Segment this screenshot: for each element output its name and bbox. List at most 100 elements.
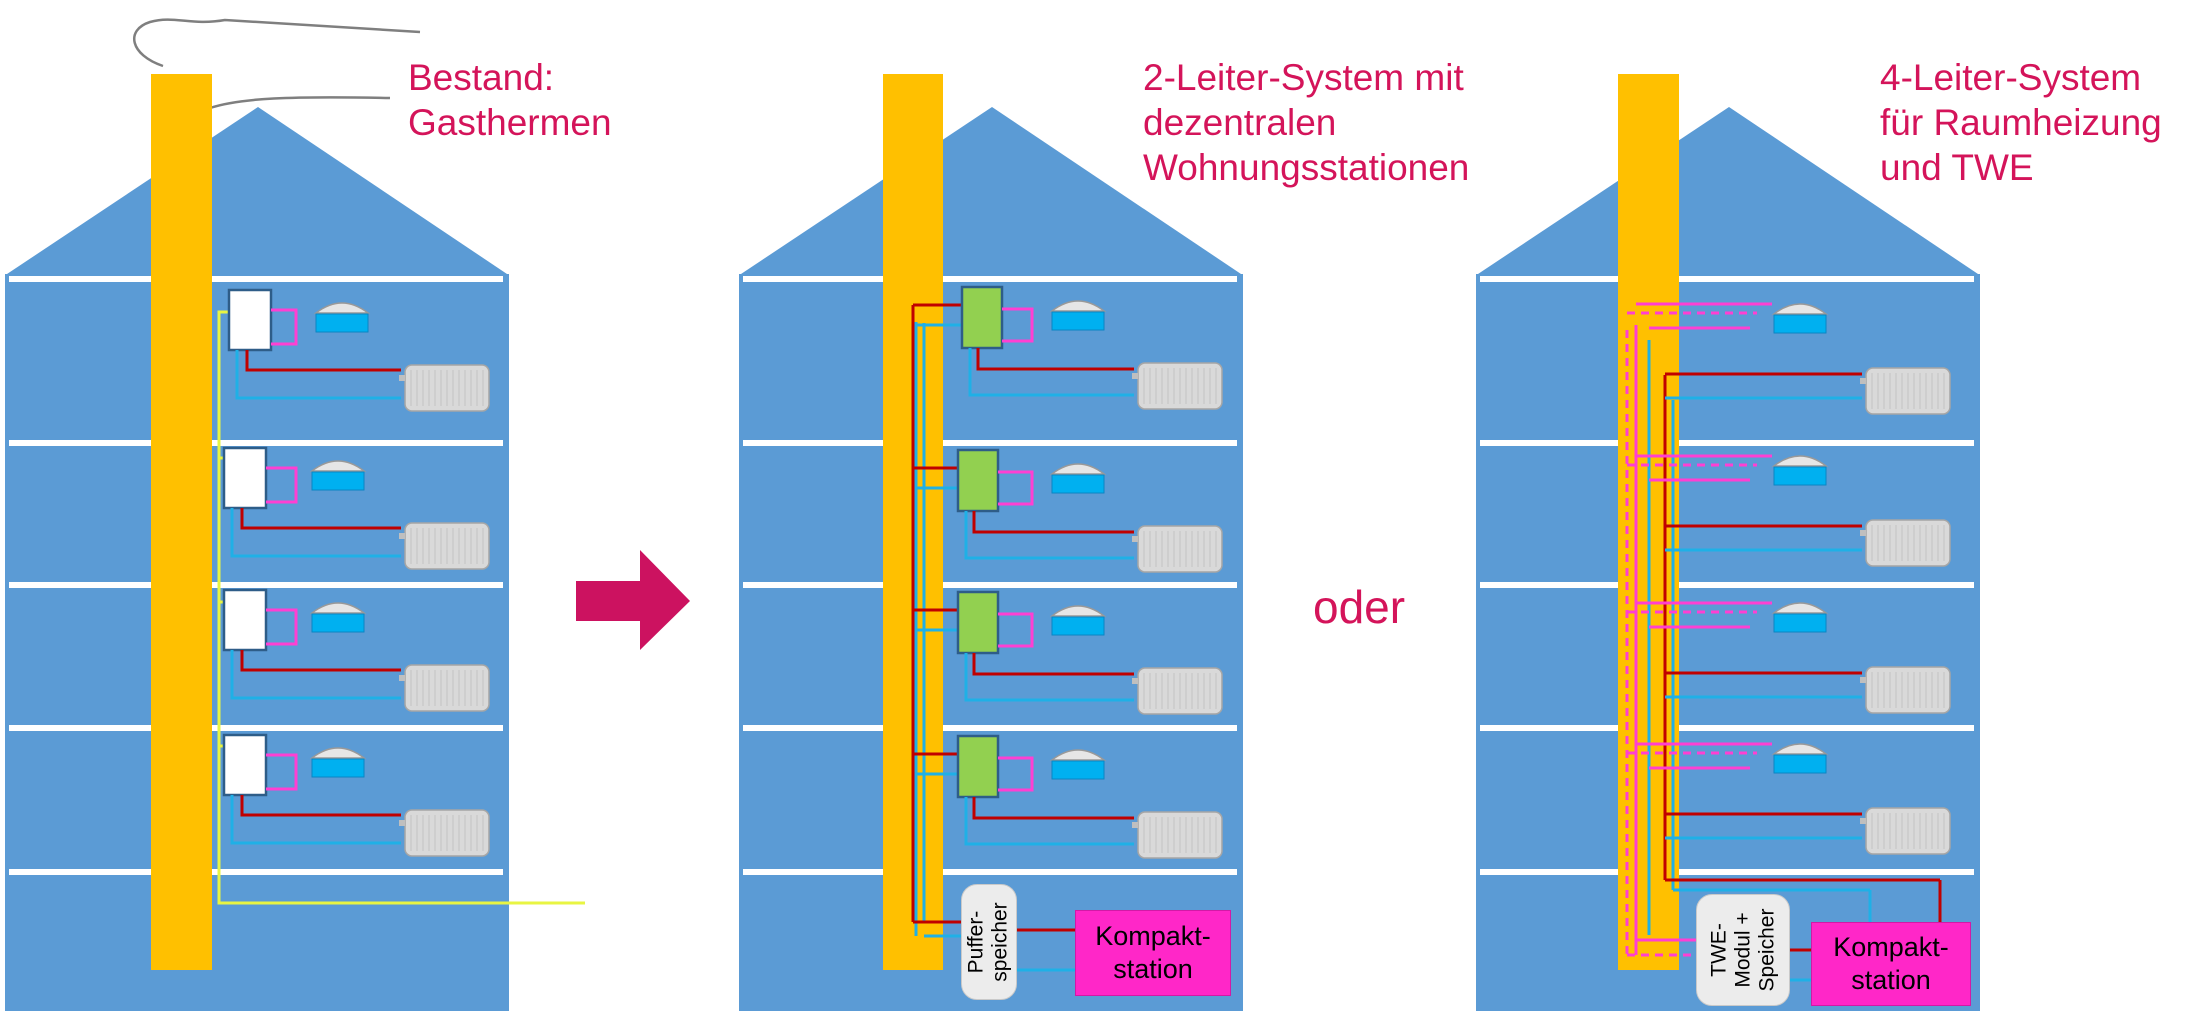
washbasin-water bbox=[315, 313, 369, 333]
radiator-valve bbox=[1132, 373, 1138, 379]
buffer-tank: Puffer- speicher bbox=[961, 884, 1017, 1000]
gas-heater bbox=[227, 288, 273, 352]
building-four-pipe-floor-line bbox=[1480, 582, 1974, 588]
chimney-existing bbox=[151, 74, 212, 970]
washbasin-water bbox=[1051, 311, 1105, 331]
label-four-pipe-system: 4-Leiter-System für Raumheizung und TWE bbox=[1880, 57, 2162, 188]
hot-water-pipe bbox=[271, 308, 298, 346]
supply-pipe bbox=[240, 508, 401, 530]
gas-heater bbox=[222, 446, 268, 510]
return-pipe bbox=[235, 350, 401, 400]
building-two-pipe-floor-line bbox=[743, 582, 1237, 588]
compact-station-four-pipe: Kompakt- station bbox=[1811, 922, 1971, 1006]
apartment-station bbox=[956, 448, 1000, 513]
washbasin-icon bbox=[1771, 303, 1829, 315]
return-pipe bbox=[964, 797, 1134, 846]
supply-pipe bbox=[972, 797, 1134, 820]
supply-pipe bbox=[240, 650, 401, 672]
hot-water-pipe bbox=[266, 608, 298, 646]
twe-module-storage: TWE- Modul + Speicher bbox=[1696, 894, 1790, 1006]
right-arrow-icon bbox=[576, 550, 690, 650]
building-four-pipe-floor-line bbox=[1480, 440, 1974, 446]
building-four-pipe-roof bbox=[1478, 107, 1978, 274]
washbasin-water bbox=[1773, 314, 1827, 334]
radiator-valve bbox=[399, 533, 405, 539]
hot-water-pipe bbox=[998, 470, 1034, 506]
return-pipe bbox=[230, 508, 401, 558]
label-or: oder bbox=[1313, 581, 1406, 633]
label-two-pipe-system: 2-Leiter-System mit dezentralen Wohnungs… bbox=[1143, 57, 1470, 188]
washbasin-water bbox=[1051, 760, 1105, 780]
compact-station-two-pipe: Kompakt- station bbox=[1075, 910, 1231, 996]
washbasin-icon bbox=[1049, 749, 1107, 761]
radiator-valve bbox=[1132, 822, 1138, 828]
washbasin-icon bbox=[309, 460, 367, 472]
washbasin-icon bbox=[309, 747, 367, 759]
washbasin-icon bbox=[1771, 743, 1829, 755]
hot-water-pipe bbox=[1002, 307, 1034, 343]
washbasin-water bbox=[311, 613, 365, 633]
washbasin-water bbox=[1051, 616, 1105, 636]
buffer-tank-label: Puffer- speicher bbox=[965, 902, 1013, 982]
hot-water-pipe bbox=[266, 753, 298, 791]
building-existing-floor-line bbox=[9, 276, 503, 282]
building-existing-floor-line bbox=[9, 869, 503, 875]
return-pipe bbox=[230, 650, 401, 700]
washbasin-icon bbox=[1771, 602, 1829, 614]
building-existing-floor-line bbox=[9, 440, 503, 446]
supply-pipe bbox=[245, 350, 401, 372]
radiator-valve bbox=[399, 375, 405, 381]
building-two-pipe-floor-line bbox=[743, 276, 1237, 282]
gas-heater bbox=[222, 733, 268, 797]
washbasin-water bbox=[1773, 466, 1827, 486]
gas-heater bbox=[222, 588, 268, 652]
supply-pipe bbox=[240, 795, 401, 817]
hot-water-pipe bbox=[998, 756, 1034, 792]
apartment-station bbox=[956, 590, 1000, 655]
washbasin-water bbox=[1051, 474, 1105, 494]
smoke-icon bbox=[209, 96, 391, 110]
washbasin-water bbox=[311, 471, 365, 491]
washbasin-icon bbox=[1049, 463, 1107, 475]
label-existing-gas-heaters: Bestand: Gasthermen bbox=[408, 57, 612, 143]
apartment-station bbox=[956, 734, 1000, 799]
washbasin-water bbox=[1773, 613, 1827, 633]
radiator-valve bbox=[399, 675, 405, 681]
washbasin-icon bbox=[1049, 300, 1107, 312]
smoke-icon bbox=[133, 18, 421, 68]
washbasin-icon bbox=[1049, 605, 1107, 617]
hot-water-pipe bbox=[998, 612, 1034, 648]
radiator-valve bbox=[399, 820, 405, 826]
supply-pipe bbox=[972, 653, 1134, 676]
washbasin-icon bbox=[313, 302, 371, 314]
apartment-station bbox=[960, 285, 1004, 350]
building-four-pipe-floor-line bbox=[1480, 869, 1974, 875]
washbasin-icon bbox=[309, 602, 367, 614]
hot-water-pipe bbox=[266, 466, 298, 504]
supply-pipe bbox=[976, 348, 1134, 371]
radiator-valve bbox=[1132, 536, 1138, 542]
return-pipe bbox=[968, 348, 1134, 397]
building-existing-floor-line bbox=[9, 582, 503, 588]
washbasin-icon bbox=[1771, 455, 1829, 467]
building-two-pipe-floor-line bbox=[743, 725, 1237, 731]
return-pipe bbox=[964, 511, 1134, 560]
building-two-pipe-roof bbox=[741, 107, 1241, 274]
building-existing-floor-line bbox=[9, 725, 503, 731]
washbasin-water bbox=[311, 758, 365, 778]
radiator-valve bbox=[1860, 378, 1866, 384]
building-existing-roof bbox=[7, 107, 507, 274]
gas-supply-line bbox=[217, 310, 585, 905]
radiator-valve bbox=[1860, 818, 1866, 824]
supply-pipe bbox=[972, 511, 1134, 534]
twe-module-label: TWE- Modul + Speicher bbox=[1706, 908, 1778, 992]
washbasin-water bbox=[1773, 754, 1827, 774]
building-two-pipe-floor-line bbox=[743, 440, 1237, 446]
radiator-valve bbox=[1132, 678, 1138, 684]
building-four-pipe-floor-line bbox=[1480, 725, 1974, 731]
building-two-pipe-floor-line bbox=[743, 869, 1237, 875]
return-pipe bbox=[230, 795, 401, 845]
return-pipe bbox=[964, 653, 1134, 702]
